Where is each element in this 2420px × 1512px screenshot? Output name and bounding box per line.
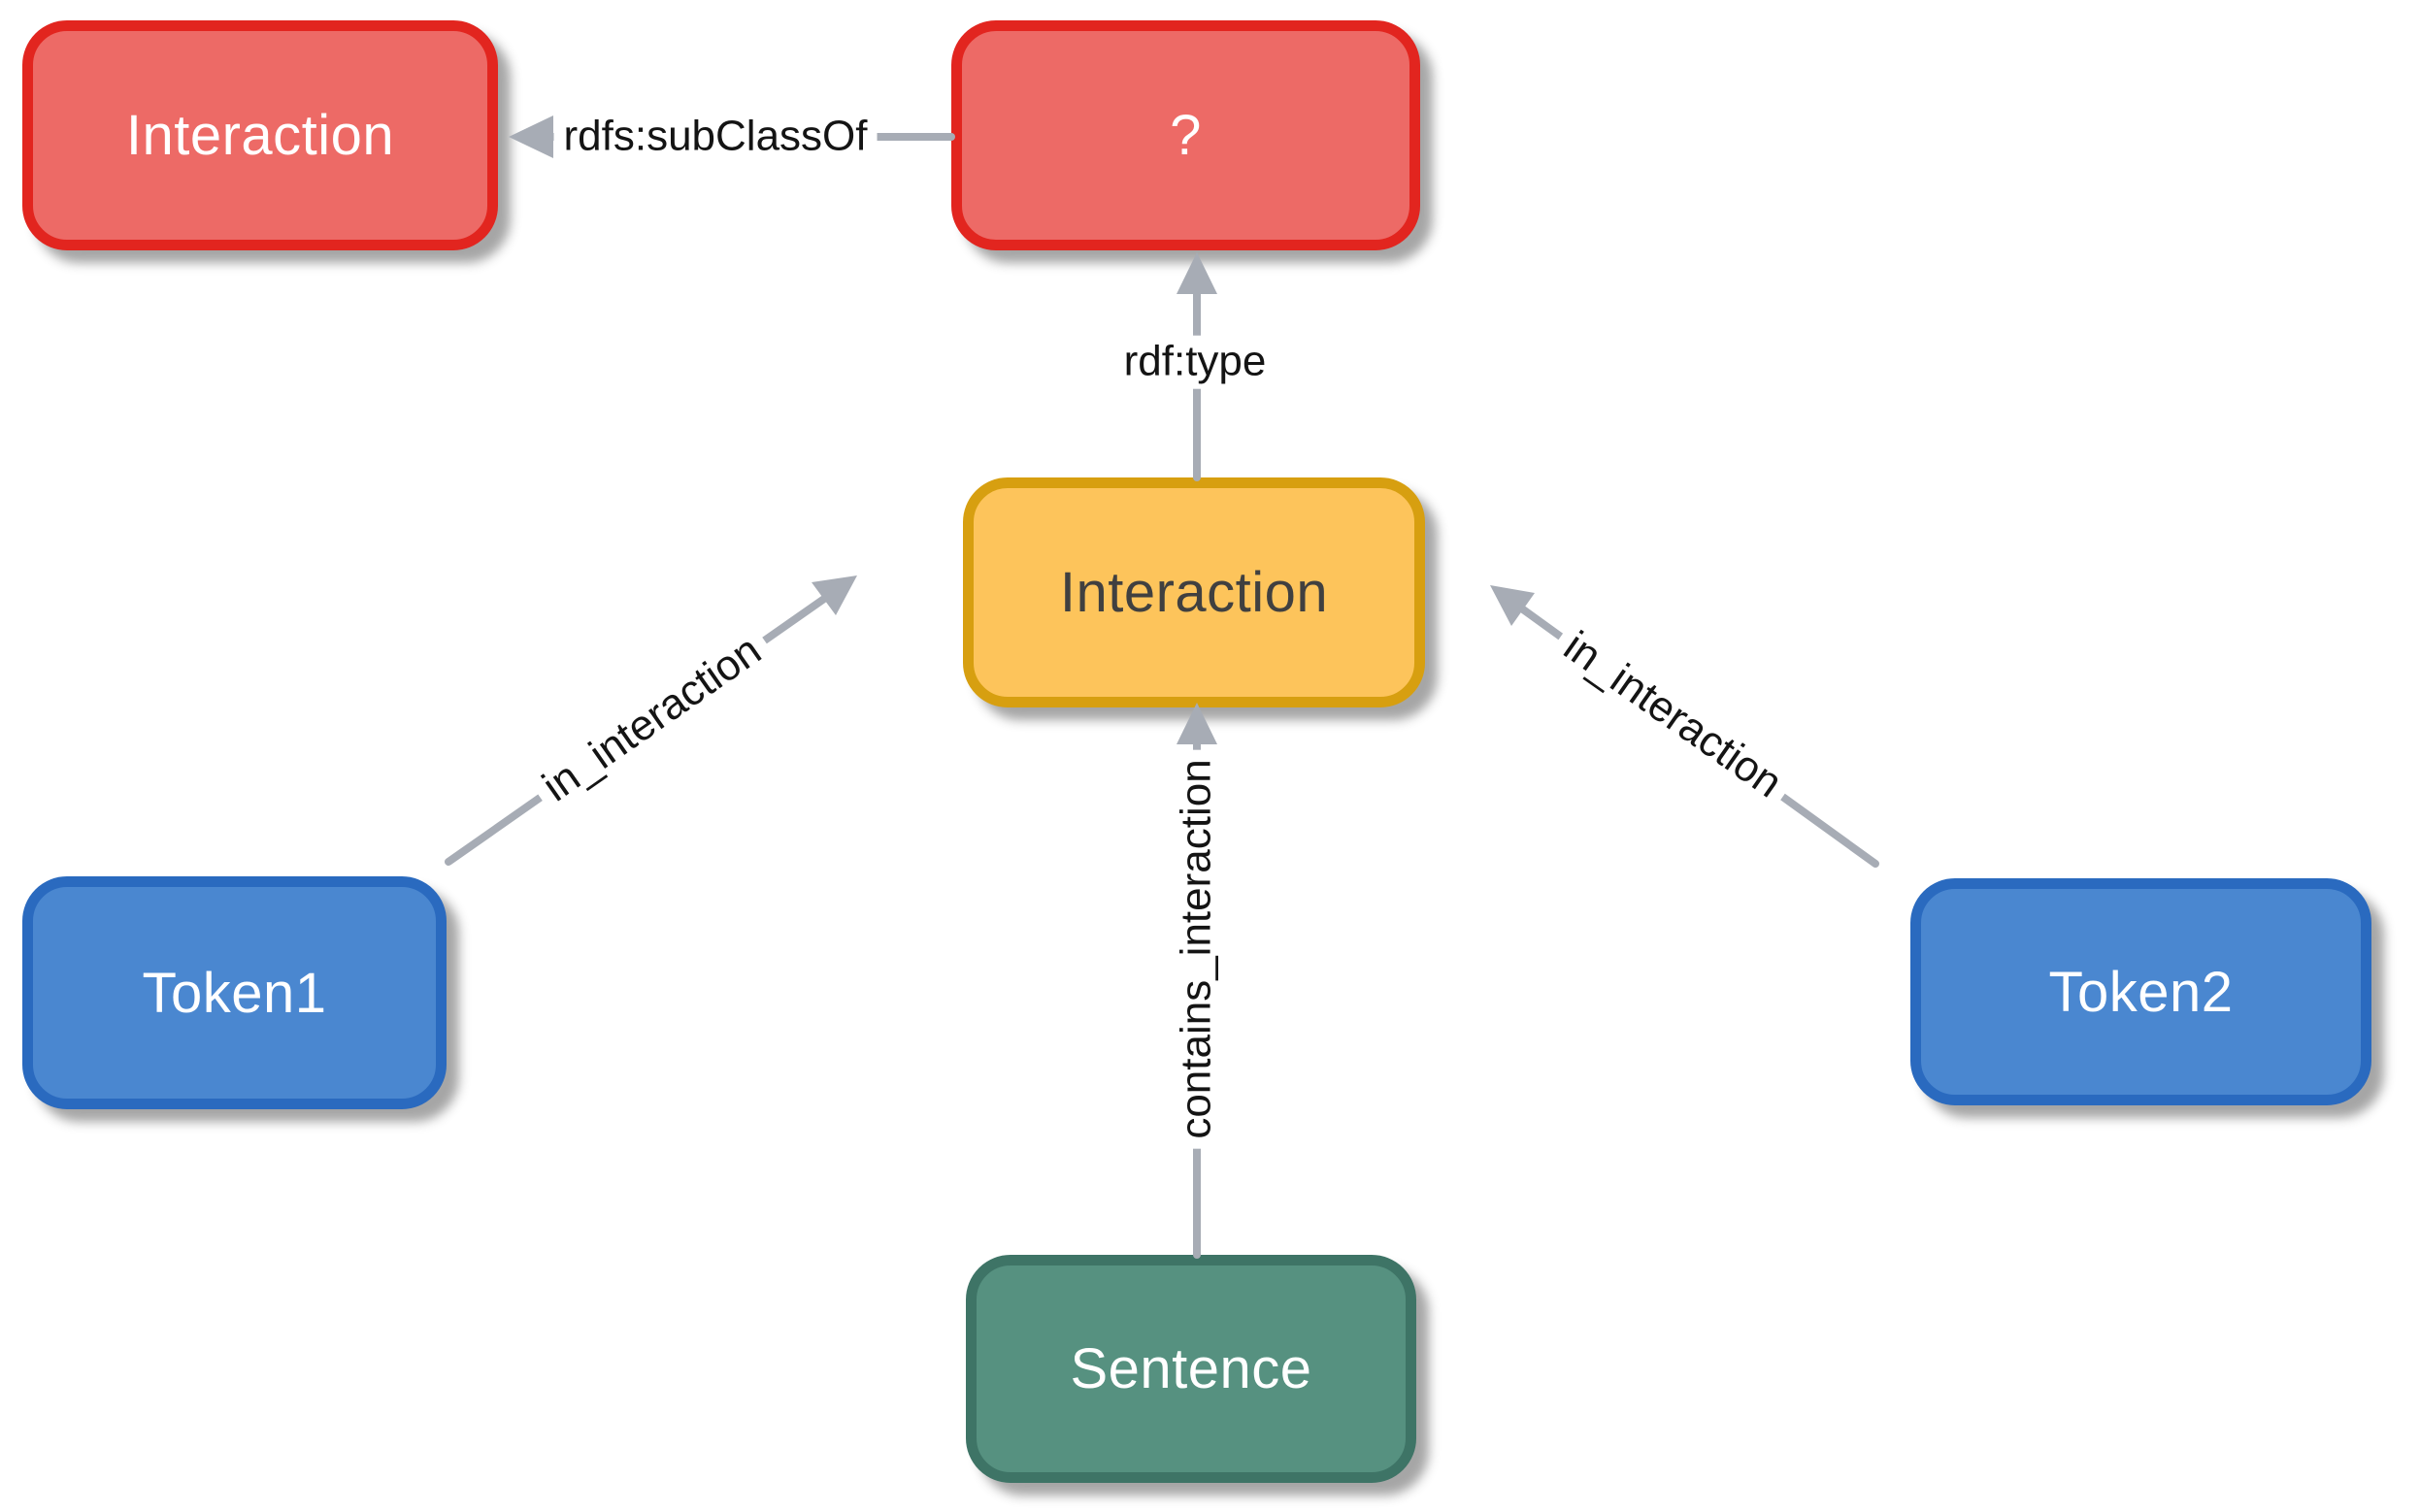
- edge-label-in-interaction-left: in_interaction: [524, 618, 780, 820]
- node-unknown-class: ?: [951, 20, 1420, 250]
- node-label: Sentence: [1070, 1337, 1312, 1400]
- node-token2: Token2: [1910, 878, 2371, 1105]
- node-label: ?: [1170, 104, 1202, 167]
- node-label: Interaction: [1059, 561, 1329, 624]
- arrowhead-up2-icon: [1177, 703, 1217, 744]
- edge-label-subclassof: rdfs:subClassOf: [553, 110, 878, 164]
- edge-label-contains-interaction: contains_interaction: [1170, 749, 1224, 1149]
- node-token1: Token1: [22, 876, 447, 1109]
- arrowhead-up-icon: [1177, 252, 1217, 294]
- edge-label-in-interaction-right: in_interaction: [1544, 614, 1801, 816]
- node-sentence: Sentence: [966, 1255, 1416, 1483]
- arrowhead-upright-icon: [812, 575, 857, 615]
- node-interaction-class: Interaction: [22, 20, 498, 250]
- node-interaction-instance: Interaction: [963, 477, 1425, 707]
- node-label: Token1: [142, 961, 327, 1025]
- node-label: Token2: [2048, 960, 2234, 1024]
- node-label: Interaction: [125, 104, 395, 167]
- arrowhead-upleft-icon: [1490, 585, 1535, 626]
- edge-label-rdftype: rdf:type: [1113, 335, 1276, 389]
- arrowhead-left-icon: [509, 115, 553, 158]
